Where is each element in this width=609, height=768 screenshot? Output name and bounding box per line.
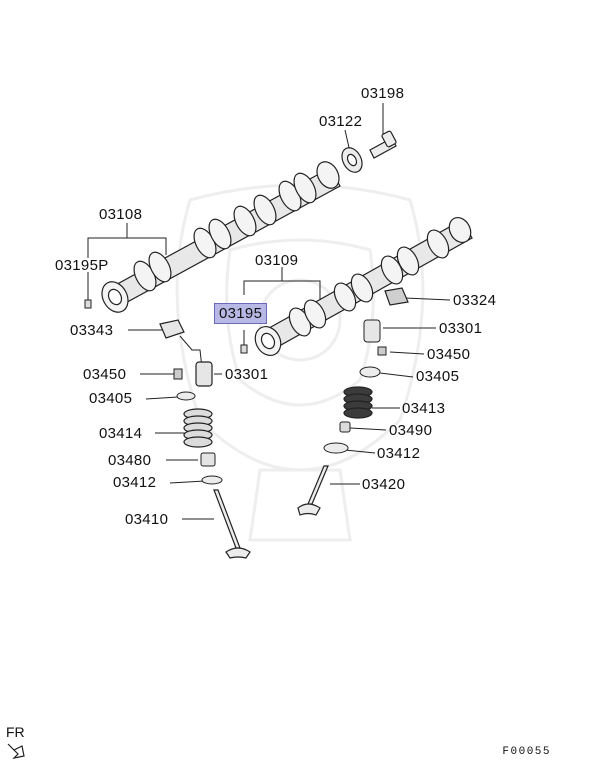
- valve-seal-left: [200, 452, 216, 467]
- label-03410[interactable]: 03410: [125, 511, 169, 528]
- label-03420[interactable]: 03420: [362, 476, 406, 493]
- label-03195-highlighted[interactable]: 03195: [214, 303, 268, 324]
- label-03198[interactable]: 03198: [361, 85, 405, 102]
- label-03405-right[interactable]: 03405: [416, 368, 460, 385]
- label-03413[interactable]: 03413: [402, 400, 446, 417]
- label-03480[interactable]: 03480: [108, 452, 152, 469]
- label-03301-right[interactable]: 03301: [439, 320, 483, 337]
- washer-right: [359, 366, 381, 378]
- retainer-right: [323, 442, 349, 454]
- label-03301-left[interactable]: 03301: [225, 366, 269, 383]
- front-arrow-icon: [7, 743, 25, 759]
- small-part-right: [377, 346, 387, 356]
- label-03450-left[interactable]: 03450: [83, 366, 127, 383]
- label-03405-left[interactable]: 03405: [89, 390, 133, 407]
- label-03324[interactable]: 03324: [453, 292, 497, 309]
- label-03195p[interactable]: 03195P: [55, 257, 109, 274]
- label-03412-right[interactable]: 03412: [377, 445, 421, 462]
- label-03108[interactable]: 03108: [99, 206, 143, 223]
- figure-code: F00055: [502, 746, 551, 758]
- label-03414[interactable]: 03414: [99, 425, 143, 442]
- small-part-left: [173, 368, 183, 380]
- leader-lines: [87, 103, 451, 520]
- dowel-pin-right: [240, 344, 248, 354]
- valve-right: [297, 465, 329, 516]
- label-03109[interactable]: 03109: [255, 252, 299, 269]
- retainer-left: [201, 475, 223, 485]
- dowel-pin-left: [84, 299, 92, 309]
- lash-adjuster-right: [363, 319, 381, 343]
- valve-spring-right: [343, 386, 373, 419]
- label-03343[interactable]: 03343: [70, 322, 114, 339]
- camshaft-left: [101, 161, 341, 313]
- rocker-arm-right: [384, 287, 409, 306]
- lash-adjuster-left: [195, 361, 213, 387]
- washer-left: [176, 391, 196, 401]
- label-03450-right[interactable]: 03450: [427, 346, 471, 363]
- label-03122[interactable]: 03122: [319, 113, 363, 130]
- valve-left: [213, 489, 251, 559]
- rocker-arm-left: [159, 319, 185, 339]
- camshaft-sprocket: [341, 147, 363, 173]
- front-direction-label: FR: [6, 724, 25, 740]
- label-03412-left[interactable]: 03412: [113, 474, 157, 491]
- label-03490[interactable]: 03490: [389, 422, 433, 439]
- camshaft-right: [254, 216, 473, 356]
- camshaft-bolt: [369, 130, 397, 159]
- valve-spring-left: [183, 408, 213, 448]
- valve-seal-right: [339, 421, 351, 433]
